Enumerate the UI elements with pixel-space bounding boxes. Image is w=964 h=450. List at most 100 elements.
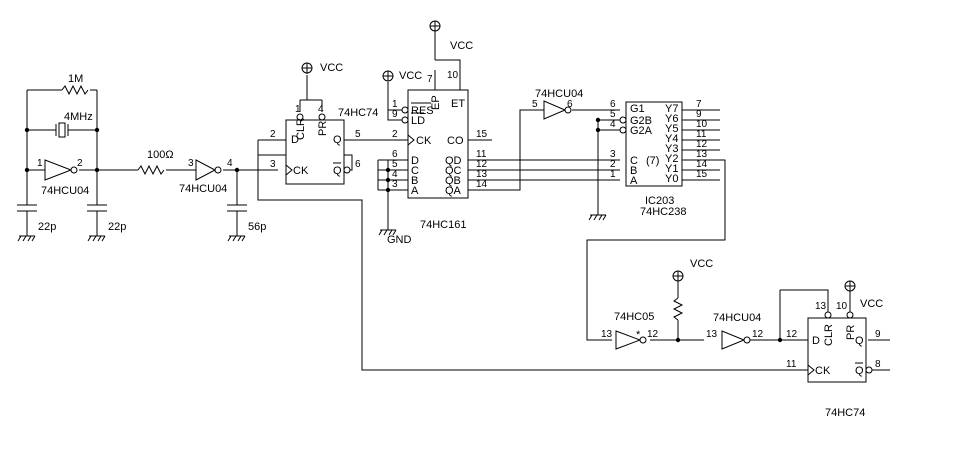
cnt-D: D — [411, 155, 419, 167]
dec-pin-y4: 11 — [696, 129, 707, 140]
ff2-CLR: CLR — [823, 324, 835, 346]
inv3-part: 74HCU04 — [535, 88, 583, 100]
dec-ref: IC203 — [645, 195, 674, 207]
junction-dot — [385, 177, 391, 183]
resistor-1m-icon — [61, 84, 89, 96]
ff2-pin-pr: 10 — [836, 301, 848, 312]
cnt-RES: RES — [411, 105, 434, 117]
ff1-pin-qn: 6 — [355, 159, 361, 170]
inv1-pin-out: 2 — [77, 158, 83, 169]
dec-Y0: Y0 — [665, 173, 678, 185]
dec-pin-y7: 7 — [696, 99, 702, 110]
ff1-vcc: VCC — [320, 62, 343, 74]
cnt-vcc-left: VCC — [399, 70, 422, 82]
dec-C: C — [630, 155, 638, 167]
resistor-100-icon — [137, 164, 165, 176]
ff1-CK: CK — [293, 165, 309, 177]
cnt-QA: QA — [445, 185, 462, 197]
inv3-pin-in: 5 — [532, 99, 538, 110]
dec-G2B: G2B — [630, 115, 652, 127]
ff1-pin-q: 5 — [355, 129, 361, 140]
dec-pin-a: 1 — [610, 169, 616, 180]
dec-Y3: Y3 — [665, 143, 678, 155]
ff1-Q: Q — [333, 134, 342, 146]
ff2-pin-d: 12 — [786, 329, 798, 340]
ff1-D: D — [291, 134, 299, 146]
junction-dot — [595, 117, 601, 123]
cnt-LD: LD — [411, 115, 425, 127]
ff1-pin-d: 2 — [270, 129, 276, 140]
dec-A: A — [630, 175, 638, 187]
capacitor-56p-icon — [227, 204, 247, 236]
label-r-1m: 1M — [68, 73, 83, 85]
resistor-pullup-icon — [672, 297, 684, 321]
dec-Y2: Y2 — [665, 153, 678, 165]
cnt-vcc-top: VCC — [450, 40, 473, 52]
cnt-pin-ep: 7 — [427, 74, 433, 85]
dec-pin-g2b: 5 — [610, 109, 616, 120]
inv2-pin-out: 4 — [227, 158, 233, 169]
crystal-icon — [55, 122, 69, 138]
dec-Y5: Y5 — [665, 123, 678, 135]
ff2-D: D — [812, 335, 820, 347]
cnt-QD: QD — [445, 155, 462, 167]
ff1-part: 74HC74 — [338, 107, 378, 119]
inverter-4-icon — [721, 330, 751, 350]
cnt-pin-d: 6 — [392, 149, 398, 160]
flipflop-1 — [285, 62, 351, 185]
dec-pin-y0: 15 — [696, 169, 708, 180]
junction-dot — [385, 187, 391, 193]
ground-56p-icon — [227, 235, 246, 242]
od-pin-out: 12 — [647, 329, 659, 340]
inv2-part: 74HCU04 — [179, 183, 227, 195]
inverter-od-icon — [615, 330, 647, 350]
inv1-pin-in: 1 — [37, 158, 43, 169]
cnt-B: B — [411, 175, 418, 187]
inv4-pin-in: 13 — [706, 329, 718, 340]
counter-74hc161 — [382, 20, 469, 199]
ground-right-icon — [87, 235, 106, 242]
inv2-pin-in: 3 — [188, 158, 194, 169]
vcc-pullup-icon — [672, 270, 684, 282]
cnt-pin-b: 4 — [392, 169, 398, 180]
cnt-pin-res: 1 — [392, 99, 398, 110]
dec-B: B — [630, 165, 637, 177]
ff1-PR: PR — [317, 121, 329, 136]
ff1-pin-pr: 4 — [318, 104, 324, 115]
dec-Y1: Y1 — [665, 163, 678, 175]
ff1-pin-ck: 3 — [270, 159, 276, 170]
capacitor-right-icon — [87, 204, 107, 236]
cnt-QB: QB — [445, 175, 461, 187]
dec-Y6: Y6 — [665, 113, 678, 125]
flipflop-2 — [807, 280, 873, 383]
inv4-pin-out: 12 — [752, 329, 764, 340]
junction-dot — [675, 337, 681, 343]
cnt-pin-c: 5 — [392, 159, 398, 170]
junction-dot — [24, 167, 30, 173]
inverter-1-icon — [44, 159, 78, 181]
cnt-CK: CK — [416, 135, 432, 147]
cnt-ET: ET — [451, 98, 465, 110]
dec-pin-y5: 10 — [696, 119, 708, 130]
od-part: 74HC05 — [614, 311, 654, 323]
junction-dot — [24, 127, 30, 133]
ff2-pin-clr: 13 — [815, 301, 827, 312]
ff2-CK: CK — [815, 365, 831, 377]
cnt-pin-ld: 9 — [392, 109, 398, 120]
junction-dot — [595, 127, 601, 133]
ground-counter-icon — [378, 229, 397, 236]
dec-pin-y2: 13 — [696, 149, 708, 160]
cnt-CO: CO — [447, 135, 464, 147]
ff2-PR: PR — [845, 325, 857, 340]
label-r-100: 100Ω — [147, 149, 174, 161]
junction-dot — [94, 127, 100, 133]
label-gnd: GND — [387, 234, 412, 246]
inv4-part: 74HCU04 — [713, 312, 761, 324]
junction-dot — [385, 167, 391, 173]
ground-left-icon — [17, 235, 36, 242]
label-c-right: 22p — [108, 221, 126, 233]
capacitor-left-icon — [17, 204, 37, 236]
cnt-QC: QC — [445, 165, 462, 177]
junction-dot — [94, 167, 100, 173]
